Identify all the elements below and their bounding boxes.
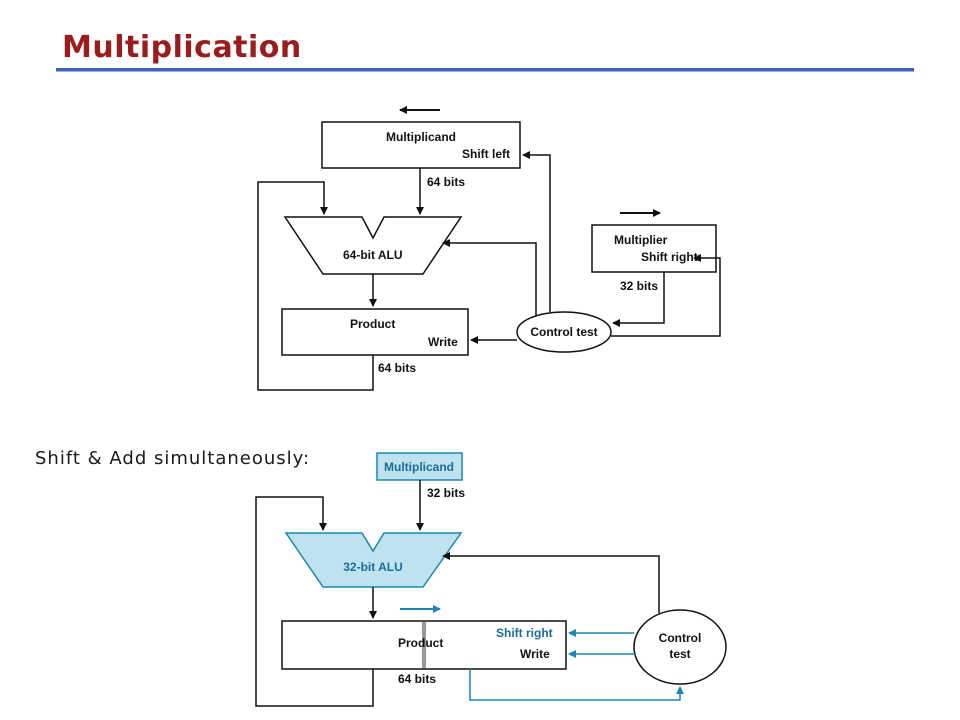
multiplier-bits-label: 32 bits — [620, 279, 658, 293]
product-bits-label-2: 64 bits — [398, 672, 436, 686]
multiplier-register — [591, 224, 717, 273]
multiplicand-label-2: Multiplicand — [384, 460, 454, 474]
control-to-alu-wire-2 — [442, 552, 660, 613]
slide-subtitle: Shift & Add simultaneously: — [35, 448, 311, 469]
product-feedback-wire-2 — [255, 496, 374, 707]
product-register — [281, 308, 469, 356]
multiplier-to-control-wire — [612, 272, 665, 327]
product-feedback-wire — [257, 181, 374, 391]
multiplier-label: Multiplier — [614, 233, 668, 247]
title-rule — [56, 68, 914, 72]
product-op-label: Write — [428, 335, 458, 349]
multiplier-op-label: Shift right — [641, 250, 698, 264]
product-shift-label-2: Shift right — [496, 626, 553, 640]
control-label-line1: Control — [659, 631, 702, 645]
control-test-label: Control test — [530, 325, 597, 339]
control-test-unit-2 — [633, 609, 727, 685]
diagram-2: Multiplicand 32 bits 32-bit ALU Product … — [255, 452, 727, 707]
alu-label-2: 32-bit ALU — [343, 560, 403, 574]
control-to-multiplicand-wire — [522, 151, 551, 312]
product-to-control-wire — [469, 669, 684, 701]
control-to-multiplier-wire — [611, 254, 721, 337]
multiplicand-register — [321, 121, 521, 169]
multiplicand-bits-label: 64 bits — [427, 175, 465, 189]
diagram-1: Multiplicand Shift left 64 bits 64-bit A… — [257, 106, 721, 391]
alu-32bit — [284, 532, 463, 588]
control-test-unit — [516, 311, 612, 353]
slide-title: Multiplication — [62, 30, 302, 65]
multiplicand-bits-label-2: 32 bits — [427, 486, 465, 500]
control-label-line2: test — [669, 647, 690, 661]
alu-label: 64-bit ALU — [343, 248, 403, 262]
product-write-label-2: Write — [520, 647, 550, 661]
product-label: Product — [350, 317, 395, 331]
product-label-2: Product — [398, 636, 443, 650]
alu-64bit — [283, 216, 463, 275]
control-to-alu-wire — [442, 239, 537, 316]
product-bits-label: 64 bits — [378, 361, 416, 375]
multiplicand-label: Multiplicand — [386, 130, 456, 144]
multiplicand-register-2 — [376, 452, 463, 481]
multiplicand-op-label: Shift left — [462, 147, 510, 161]
